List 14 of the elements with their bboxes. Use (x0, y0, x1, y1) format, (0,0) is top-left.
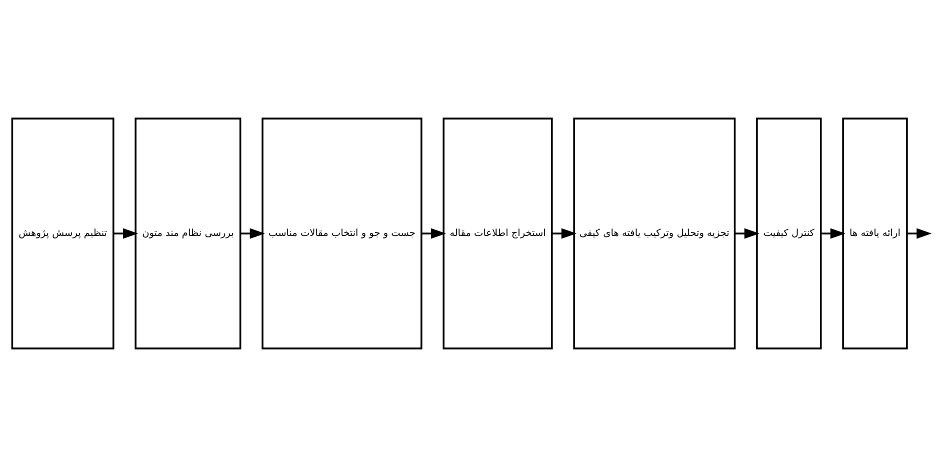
arrow (421, 228, 446, 238)
arrow (907, 228, 932, 238)
node-box: تجزیه وتحلیل وترکیب یافته های کیفی (573, 117, 736, 349)
arrow (240, 228, 265, 238)
arrow (734, 228, 760, 238)
node-box: بررسی نظام مند متون (134, 117, 242, 349)
arrow (114, 228, 138, 238)
arrow (552, 228, 577, 238)
node-box: ارائه یافته ها (842, 117, 908, 349)
node-box: استخراج اطلاعات مقاله (442, 117, 553, 349)
node-box: تنظیم پرسش پژوهش (11, 117, 114, 349)
node-box: جست و جو و انتخاب مقالات مناسب (262, 117, 422, 349)
node-box: کنترل کیفیت (756, 117, 822, 349)
arrow (820, 228, 846, 238)
